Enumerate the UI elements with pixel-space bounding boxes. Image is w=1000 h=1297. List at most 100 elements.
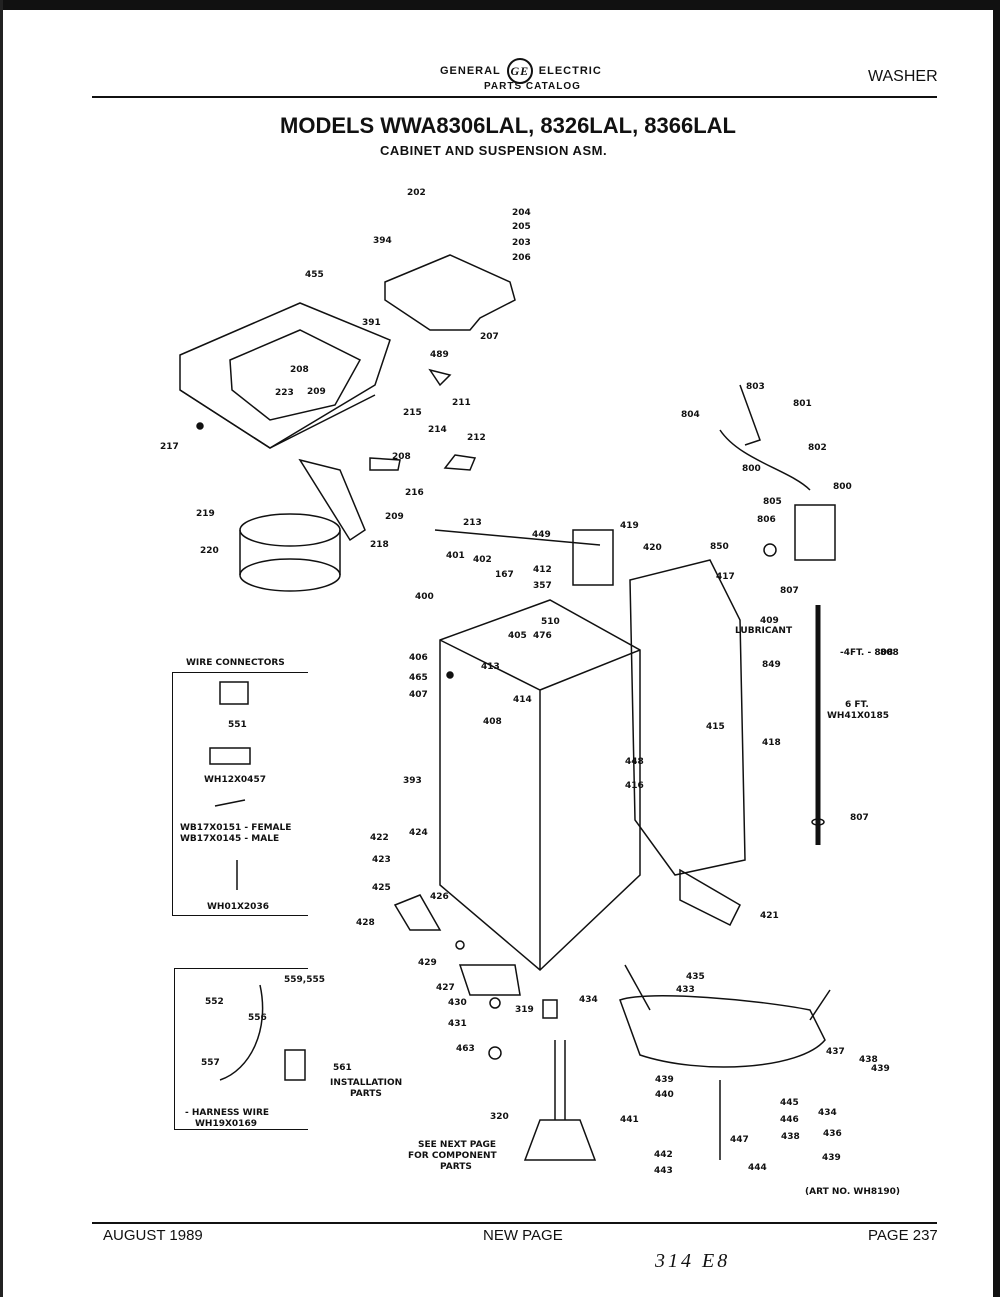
header-rule	[92, 96, 937, 98]
installation-label: INSTALLATION	[330, 1078, 403, 1088]
part-number-label: 412	[533, 565, 552, 575]
art-number: (ART NO. WH8190)	[805, 1187, 901, 1197]
part-number-label: 448	[625, 757, 644, 767]
see-next-page-label: SEE NEXT PAGE	[418, 1140, 497, 1150]
female-connector-label: WB17X0151 - FEMALE	[180, 823, 292, 833]
part-number-label: 319	[515, 1005, 534, 1015]
rear-panel-part	[629, 559, 746, 876]
part-number-label: 440	[655, 1090, 674, 1100]
part-number-label: 808	[880, 648, 899, 658]
part-number-label: 449	[532, 530, 551, 540]
part-number-label: 435	[686, 972, 705, 982]
connector-part-label: WH12X0457	[204, 775, 266, 785]
part-number-label: 409	[760, 616, 779, 626]
part-number-label: 209	[307, 387, 326, 397]
ge-logo-icon: GE	[506, 58, 533, 84]
part-number-label: 510	[541, 617, 560, 627]
part-number-label: 427	[436, 983, 455, 993]
part-number-label: 803	[746, 382, 765, 392]
part-number-label: 208	[290, 365, 309, 375]
part-number-label: 430	[448, 998, 467, 1008]
part-number-label: 425	[372, 883, 391, 893]
part-number-label: 431	[448, 1019, 467, 1029]
part-number-label: 214	[428, 425, 447, 435]
part-number-label: 439	[871, 1064, 890, 1074]
part-number-label: 408	[483, 717, 502, 727]
part-number-label: 418	[762, 738, 781, 748]
footer-status: NEW PAGE	[483, 1227, 563, 1244]
part-number-label: 203	[512, 238, 531, 248]
harness-box	[174, 968, 308, 1130]
part-number-label: 424	[409, 828, 428, 838]
catalog-label: PARTS CATALOG	[484, 81, 581, 92]
page-title: MODELS WWA8306LAL, 8326LAL, 8366LAL	[280, 113, 736, 138]
part-number-label: 556	[248, 1013, 267, 1023]
part-number-label: 209	[385, 512, 404, 522]
part-number-label: 400	[415, 592, 434, 602]
part-number-label: 212	[467, 433, 486, 443]
part-number-label: 215	[403, 408, 422, 418]
bracket-part	[393, 894, 442, 931]
part-number-label: 443	[654, 1166, 673, 1176]
part-number-label: 849	[762, 660, 781, 670]
harness-part-label: WH19X0169	[195, 1119, 257, 1129]
part-number-label: 419	[620, 521, 639, 531]
hose-6ft-part-label: WH41X0185	[827, 711, 889, 721]
part-number-label: 220	[200, 546, 219, 556]
part-number-label: 465	[409, 673, 428, 683]
part-number-label: 438	[859, 1055, 878, 1065]
part-number-label: 439	[822, 1153, 841, 1163]
part-number-label: 320	[490, 1112, 509, 1122]
inlet-hose-part	[719, 429, 811, 491]
part-number-label: 805	[763, 497, 782, 507]
part-number-label: 434	[579, 995, 598, 1005]
part-number-label: 219	[196, 509, 215, 519]
lubricant-label: LUBRICANT	[735, 626, 793, 636]
part-number-label: 406	[409, 653, 428, 663]
part-number-label: 552	[205, 997, 224, 1007]
part-number-label: 850	[710, 542, 729, 552]
part-number-label: 413	[481, 662, 500, 672]
top-opening-part	[229, 329, 362, 421]
part-number-label: 446	[780, 1115, 799, 1125]
scan-border-right	[993, 0, 1000, 1297]
cabinet-part	[439, 599, 641, 972]
lid-part	[384, 254, 516, 331]
part-number-label: 434	[818, 1108, 837, 1118]
component-label: FOR COMPONENT	[408, 1151, 497, 1161]
part-number-label: 802	[808, 443, 827, 453]
part-number-label: 422	[370, 833, 389, 843]
hose-4ft-label: -4FT. - 808	[840, 648, 894, 658]
part-number-label: 442	[654, 1150, 673, 1160]
footer-page: PAGE 237	[868, 1227, 938, 1244]
tub-ring-part	[239, 513, 341, 547]
part-number-label: 557	[201, 1058, 220, 1068]
brand-left-text: GENERAL	[440, 64, 501, 77]
part-number-label: 416	[625, 781, 644, 791]
control-box-part	[572, 529, 614, 586]
part-number-label: 561	[333, 1063, 352, 1073]
part-number-label: 402	[473, 555, 492, 565]
page-subtitle: CABINET AND SUSPENSION ASM.	[380, 143, 608, 158]
part-number-label: 800	[742, 464, 761, 474]
part-number-label: 800	[833, 482, 852, 492]
connector-part-label-2: WH01X2036	[207, 902, 269, 912]
part-number-label: 428	[356, 918, 375, 928]
wire-connectors-box	[172, 672, 308, 916]
handwritten-note: 314 E8	[655, 1250, 731, 1272]
part-number-label: 206	[512, 253, 531, 263]
part-number-label: 167	[495, 570, 514, 580]
part-number-label: 489	[430, 350, 449, 360]
part-number-label: 447	[730, 1135, 749, 1145]
water-valve-part	[794, 504, 836, 561]
part-number-label: 216	[405, 488, 424, 498]
part-number-label: 208	[392, 452, 411, 462]
installation-parts-label: PARTS	[350, 1089, 382, 1099]
scan-border-top	[0, 0, 1000, 10]
part-number-label: 463	[456, 1044, 475, 1054]
part-number-label: 445	[780, 1098, 799, 1108]
part-number-label: 801	[793, 399, 812, 409]
footer-rule	[92, 1222, 937, 1224]
part-number-label: 217	[160, 442, 179, 452]
